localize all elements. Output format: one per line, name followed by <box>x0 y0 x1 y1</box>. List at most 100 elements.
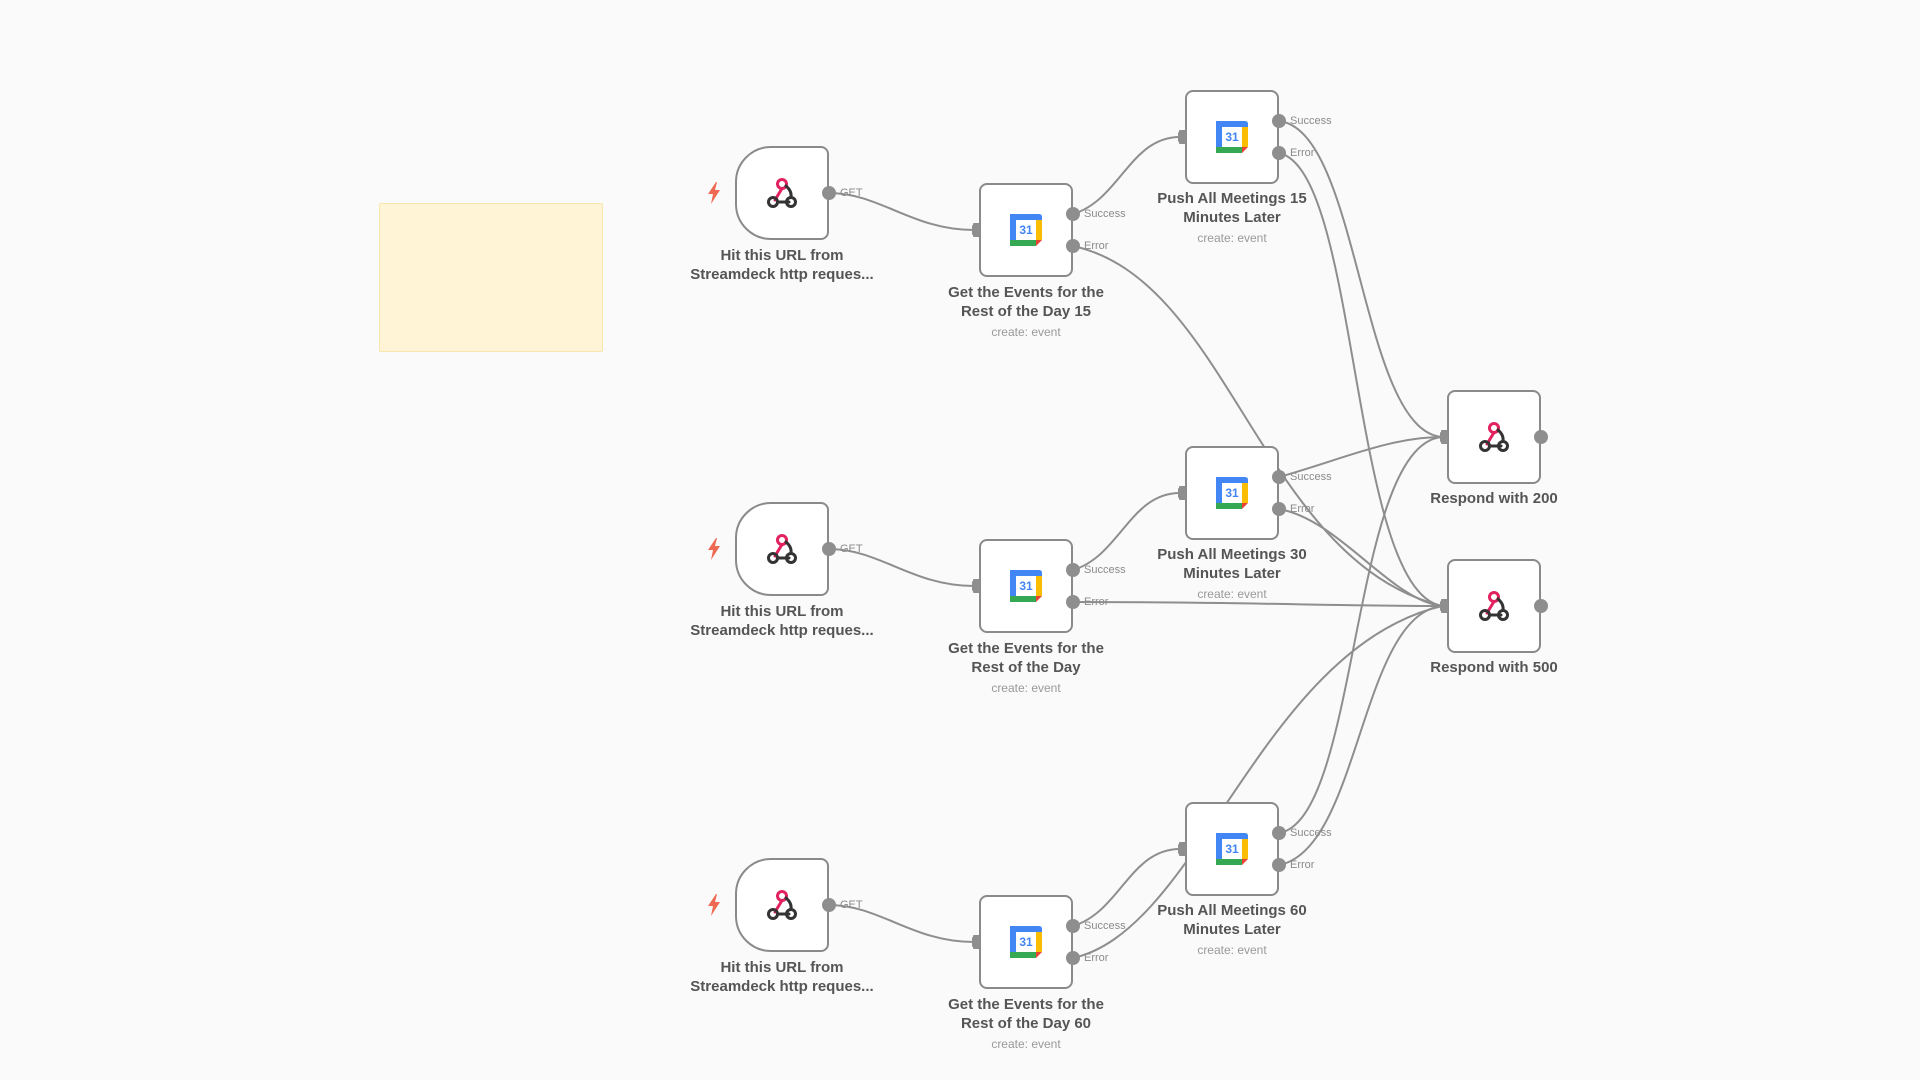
get-events-15-success-port[interactable] <box>1066 207 1080 221</box>
webhook-icon <box>1474 417 1514 457</box>
push-30-title-line2: Minutes Later <box>1183 565 1281 582</box>
get-events-60-title-line2: Rest of the Day 60 <box>960 1015 1092 1032</box>
connection-trigger30-to-get30[interactable] <box>828 548 975 587</box>
trigger-60-port-label: GET <box>840 899 863 911</box>
push-60-subtitle: create: event <box>1197 943 1267 957</box>
webhook-icon <box>1474 586 1514 626</box>
connection-trigger60-to-get60[interactable] <box>828 904 975 943</box>
webhook-icon <box>762 885 802 925</box>
connection-push30-error-to-respond500[interactable] <box>1278 508 1443 607</box>
push-60-success-label: Success <box>1290 827 1332 839</box>
trigger-lightning-bolt-icon <box>706 538 722 560</box>
push-60-error-port[interactable] <box>1272 858 1286 872</box>
get-events-30-error-port[interactable] <box>1066 595 1080 609</box>
trigger-60-title-line1: Hit this URL from <box>720 959 844 976</box>
push-30-success-port[interactable] <box>1272 470 1286 484</box>
connection-push15-success-to-respond200[interactable] <box>1278 120 1443 438</box>
trigger-node-60[interactable] <box>735 858 829 952</box>
calendar-icon-day: 31 <box>1225 130 1239 144</box>
push-15-title: Push All Meetings 15 Minutes Later <box>1132 189 1332 227</box>
get-events-60-error-port[interactable] <box>1066 951 1080 965</box>
connection-push60-error-to-respond500[interactable] <box>1278 605 1443 866</box>
connection-get30-success-to-push30[interactable] <box>1072 492 1181 571</box>
connection-get15-success-to-push15[interactable] <box>1072 136 1181 215</box>
sticky-note[interactable] <box>379 203 603 352</box>
push-60-input-port[interactable] <box>1179 842 1186 856</box>
get-events-30-success-label: Success <box>1084 564 1126 576</box>
get-events-60-success-port[interactable] <box>1066 919 1080 933</box>
respond-500-input-port[interactable] <box>1441 599 1448 613</box>
push-15-success-port[interactable] <box>1272 114 1286 128</box>
respond-200-node[interactable] <box>1447 390 1541 484</box>
get-events-30-title-line2: Rest of the Day <box>971 659 1081 676</box>
push-60-title-line1: Push All Meetings 60 <box>1157 902 1307 919</box>
push-30-title: Push All Meetings 30 Minutes Later <box>1132 545 1332 583</box>
respond-500-node[interactable] <box>1447 559 1541 653</box>
connection-push30-success-to-respond200[interactable] <box>1278 436 1443 478</box>
get-events-30-success-port[interactable] <box>1066 563 1080 577</box>
get-events-15-title-line2: Rest of the Day 15 <box>960 303 1092 320</box>
get-events-60-input-port[interactable] <box>973 935 980 949</box>
trigger-node-15[interactable] <box>735 146 829 240</box>
trigger-30-output-port[interactable] <box>822 542 836 556</box>
calendar-icon-day: 31 <box>1019 579 1033 593</box>
connection-get60-error-to-respond500[interactable] <box>1072 605 1443 959</box>
trigger-lightning-bolt-icon <box>706 894 722 916</box>
trigger-30-title-line1: Hit this URL from <box>720 603 844 620</box>
get-events-15-title-line1: Get the Events for the <box>948 284 1104 301</box>
connection-trigger15-to-get15[interactable] <box>828 192 975 231</box>
get-events-15-error-port[interactable] <box>1066 239 1080 253</box>
respond-500-title: Respond with 500 <box>1430 659 1558 676</box>
connection-get60-success-to-push60[interactable] <box>1072 848 1181 927</box>
connection-get15-error-to-respond500[interactable] <box>1072 245 1443 607</box>
push-30-title-line1: Push All Meetings 30 <box>1157 546 1307 563</box>
trigger-60-title-line2: Streamdeck http reques... <box>690 978 874 995</box>
calendar-icon-day: 31 <box>1225 486 1239 500</box>
get-events-30-error-label: Error <box>1084 596 1109 608</box>
trigger-15-title-line2: Streamdeck http reques... <box>690 266 874 283</box>
trigger-15-output-port[interactable] <box>822 186 836 200</box>
get-events-60-success-label: Success <box>1084 920 1126 932</box>
trigger-node-30[interactable] <box>735 502 829 596</box>
trigger-30-title-line2: Streamdeck http reques... <box>690 622 874 639</box>
get-events-60-title-line1: Get the Events for the <box>948 996 1104 1013</box>
push-60-success-port[interactable] <box>1272 826 1286 840</box>
trigger-60-output-port[interactable] <box>822 898 836 912</box>
connection-push15-error-to-respond500[interactable] <box>1278 152 1443 607</box>
push-15-success-label: Success <box>1290 115 1332 127</box>
push-15-title-line1: Push All Meetings 15 <box>1157 190 1307 207</box>
trigger-15-title: Hit this URL from Streamdeck http reques… <box>682 246 882 284</box>
push-meetings-node-30[interactable]: 31 <box>1185 446 1279 540</box>
get-events-15-input-port[interactable] <box>973 223 980 237</box>
get-events-node-30[interactable]: 31 <box>979 539 1073 633</box>
get-events-30-title: Get the Events for the Rest of the Day <box>926 639 1126 677</box>
trigger-60-title: Hit this URL from Streamdeck http reques… <box>682 958 882 996</box>
trigger-15-port-label: GET <box>840 187 863 199</box>
connection-push60-success-to-respond200[interactable] <box>1278 436 1443 834</box>
get-events-node-60[interactable]: 31 <box>979 895 1073 989</box>
get-events-30-title-line1: Get the Events for the <box>948 640 1104 657</box>
get-events-node-15[interactable]: 31 <box>979 183 1073 277</box>
connection-get30-error-to-respond500[interactable] <box>1072 601 1443 607</box>
push-15-input-port[interactable] <box>1179 130 1186 144</box>
push-15-subtitle: create: event <box>1197 231 1267 245</box>
calendar-icon-day: 31 <box>1019 223 1033 237</box>
calendar-icon-day: 31 <box>1225 842 1239 856</box>
respond-200-output-port[interactable] <box>1534 430 1548 444</box>
push-30-error-port[interactable] <box>1272 502 1286 516</box>
webhook-icon <box>762 173 802 213</box>
trigger-lightning-bolt-icon <box>706 182 722 204</box>
push-30-error-label: Error <box>1290 503 1315 515</box>
push-15-title-line2: Minutes Later <box>1183 209 1281 226</box>
push-meetings-node-15[interactable]: 31 <box>1185 90 1279 184</box>
trigger-30-title: Hit this URL from Streamdeck http reques… <box>682 602 882 640</box>
push-30-input-port[interactable] <box>1179 486 1186 500</box>
push-30-success-label: Success <box>1290 471 1332 483</box>
push-15-error-port[interactable] <box>1272 146 1286 160</box>
respond-500-output-port[interactable] <box>1534 599 1548 613</box>
push-meetings-node-60[interactable]: 31 <box>1185 802 1279 896</box>
get-events-30-input-port[interactable] <box>973 579 980 593</box>
webhook-icon <box>762 529 802 569</box>
respond-200-input-port[interactable] <box>1441 430 1448 444</box>
